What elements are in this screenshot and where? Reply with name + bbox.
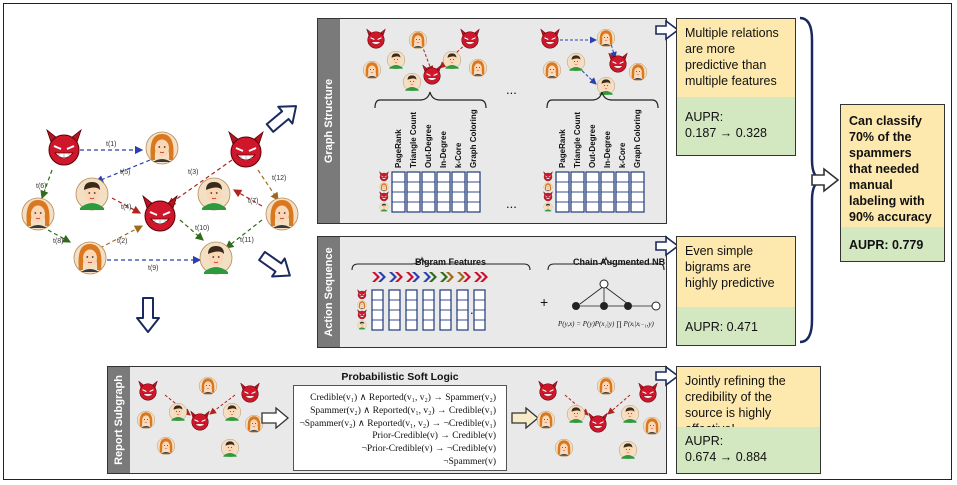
feature-label: Triangle Count <box>573 112 582 168</box>
feature-label: PageRank <box>558 129 567 168</box>
result-metric: AUPR: 0.779 <box>841 227 944 261</box>
psl-rule: ¬Prior-Credible(v) → ¬Credible(v) <box>361 444 496 454</box>
devil-spammer-icon <box>142 195 178 232</box>
figure-frame <box>3 3 952 480</box>
callout-metric: AUPR: 0.674 → 0.884 <box>677 427 820 473</box>
edge-label: t(11) <box>240 237 254 244</box>
feature-label: Out-Degree <box>588 124 597 168</box>
psl-rules-box: Credible(v₁) ∧ Reported(v₁, v₂) → Spamme… <box>293 385 507 471</box>
ellipsis-top: ... <box>506 82 517 97</box>
action-callout: Even simple bigrams are highly predictiv… <box>676 236 796 346</box>
panel-sidebar: Report Subgraph <box>108 367 130 473</box>
woman-user-icon <box>73 241 107 275</box>
chain-title: Chain Augmented NB <box>573 257 666 267</box>
panel-title: Report Subgraph <box>113 375 125 465</box>
edge-label: t(7) <box>248 198 259 205</box>
ellipsis-bottom: ... <box>506 196 517 211</box>
edge-label: t(9) <box>148 265 159 272</box>
metric-label: AUPR: <box>685 434 724 448</box>
devil-spammer-icon <box>228 131 264 168</box>
edge-label: t(4) <box>121 204 132 211</box>
panel-sidebar: Action Sequence <box>318 237 340 347</box>
hollow-arrow-icon <box>136 297 160 333</box>
man-user-icon <box>197 177 231 211</box>
callout-metric: AUPR: 0.187 → 0.328 <box>677 97 795 155</box>
edge-label: t(2) <box>117 238 128 245</box>
feature-label: k-Core <box>618 142 627 168</box>
metric-value: 0.674 → 0.884 <box>685 450 768 464</box>
woman-user-icon <box>265 197 299 231</box>
feature-label: In-Degree <box>439 131 448 168</box>
metric-value: 0.187 → 0.328 <box>685 126 768 140</box>
edge-label: t(1) <box>106 141 117 148</box>
callout-text: Multiple relations are more predictive t… <box>677 19 795 99</box>
man-user-icon <box>199 241 233 275</box>
edge-label: t(12) <box>272 175 286 182</box>
edge-label: t(10) <box>195 225 209 232</box>
edge-label: t(6) <box>36 183 47 190</box>
panel-title: Graph Structure <box>323 78 335 164</box>
feature-label: PageRank <box>394 129 403 168</box>
woman-user-icon <box>145 131 179 165</box>
panel-title: Action Sequence <box>323 247 335 337</box>
bigram-title: Bigram Features <box>415 257 487 267</box>
graph-structure-panel: Graph Structure <box>317 18 667 224</box>
psl-title: Probabilistic Soft Logic <box>341 371 459 383</box>
edge-label: t(3) <box>188 169 199 176</box>
devil-spammer-icon <box>46 129 82 166</box>
psl-rule: Spammer(v₂) ∧ Reported(v₁, v₂) → Credibl… <box>310 406 496 416</box>
panel-sidebar: Graph Structure <box>318 19 340 223</box>
network-graph: t(1) t(5) t(6) t(4) t(3) t(8) t(2) t(9) … <box>21 129 299 275</box>
callout-text: Jointly refining the credibility of the … <box>677 367 820 436</box>
feature-label: In-Degree <box>603 131 612 168</box>
result-callout: Can classify 70% of the spammers that ne… <box>840 104 945 262</box>
feature-label: Graph Coloring <box>633 109 642 168</box>
psl-rule: Credible(v₁) ∧ Reported(v₁, v₂) → Spamme… <box>310 393 496 403</box>
plus-sign: + <box>540 294 549 310</box>
edge-label: t(8) <box>53 238 64 245</box>
callout-text: Even simple bigrams are highly predictiv… <box>677 237 795 309</box>
psl-rule: ¬Spammer(v₂) ∧ Reported(v₁, v₂) → ¬Credi… <box>299 419 496 429</box>
ellipsis-action: ... <box>470 302 481 317</box>
hollow-arrow-icon <box>254 245 298 286</box>
feature-label: Graph Coloring <box>469 109 478 168</box>
result-text: Can classify 70% of the spammers that ne… <box>841 105 944 229</box>
metric-label: AUPR: <box>685 110 724 124</box>
man-user-icon <box>75 177 109 211</box>
edge-label: t(5) <box>120 169 131 176</box>
chain-formula: P(y,x) = P(y)P(x₁|y) ∏ P(xᵢ|xᵢ₋₁,y) <box>558 320 654 328</box>
feature-label: k-Core <box>454 142 463 168</box>
psl-rule: ¬Spammer(v) <box>443 457 496 467</box>
graph-callout: Multiple relations are more predictive t… <box>676 18 796 156</box>
woman-user-icon <box>21 197 55 231</box>
callout-metric: AUPR: 0.471 <box>677 307 795 345</box>
feature-label: Triangle Count <box>409 112 418 168</box>
psl-rule: Prior-Credible(v) → Credible(v) <box>372 431 496 441</box>
hollow-arrow-icon <box>261 96 305 138</box>
action-sequence-panel: Action Sequence <box>317 236 667 348</box>
feature-label: Out-Degree <box>424 124 433 168</box>
report-callout: Jointly refining the credibility of the … <box>676 366 821 474</box>
